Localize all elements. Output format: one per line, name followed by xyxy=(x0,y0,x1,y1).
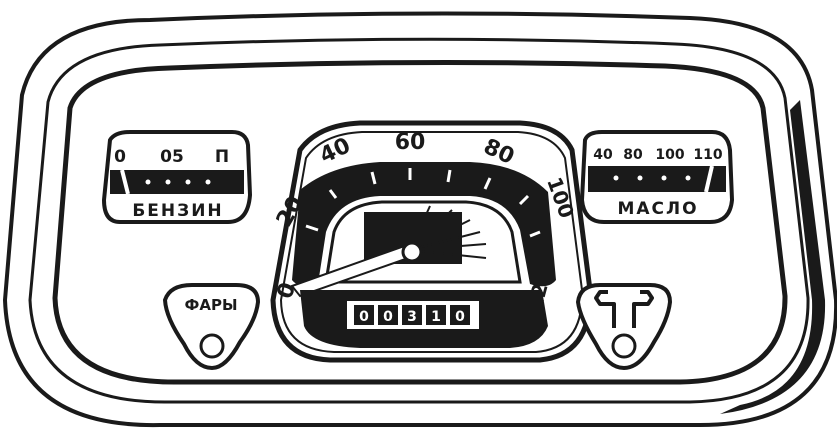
oil-gauge-needle xyxy=(704,165,714,193)
headlights-lamp-label: ФАРЫ xyxy=(184,296,237,314)
speed-scale-label: 60 xyxy=(395,130,426,155)
oil-gauge: 40 80 100 110 МАСЛО xyxy=(579,130,735,224)
turn-signal-lamp-bulb xyxy=(611,333,637,359)
fuel-gauge-ticks xyxy=(145,179,211,185)
speedometer: 0 20 40 60 80 100 120 xyxy=(270,120,593,363)
odometer-digit: 0 xyxy=(383,309,393,325)
fuel-scale-label: 05 xyxy=(160,147,184,167)
fuel-gauge-needle xyxy=(120,169,130,195)
speedometer-ticks xyxy=(305,168,541,238)
odometer-digit: 1 xyxy=(431,309,441,325)
turn-arrows-icon xyxy=(594,290,654,328)
oil-gauge-label: МАСЛО xyxy=(617,199,698,219)
fuel-scale-label: 0 xyxy=(114,147,126,167)
fuel-gauge-label: БЕНЗИН xyxy=(132,201,223,221)
oil-scale-label: 80 xyxy=(623,147,643,163)
headlights-lamp-bulb xyxy=(199,333,225,359)
odometer-digit: 3 xyxy=(407,309,417,325)
odometer-digit: 0 xyxy=(359,309,369,325)
turn-signal-lamp xyxy=(575,283,673,371)
headlights-lamp-plate xyxy=(162,283,261,371)
oil-scale-label: 100 xyxy=(655,147,684,163)
oil-gauge-ticks xyxy=(613,175,691,181)
odometer-digit: 0 xyxy=(455,309,465,325)
speedometer-needle-hub xyxy=(401,241,423,263)
oil-gauge-band xyxy=(588,166,726,192)
fuel-scale-label: П xyxy=(215,147,229,167)
panel-face-edge xyxy=(52,59,788,385)
oil-scale-label: 110 xyxy=(693,147,722,163)
speedometer-dial-ring xyxy=(292,162,556,287)
headlights-lamp: ФАРЫ xyxy=(162,283,261,371)
panel-shading xyxy=(720,100,826,414)
fuel-gauge-band xyxy=(110,170,244,194)
odometer-digits: 0 0 3 1 0 xyxy=(354,305,470,325)
oil-scale-label: 40 xyxy=(593,147,613,163)
fuel-gauge: 0 05 П БЕНЗИН xyxy=(101,130,253,224)
